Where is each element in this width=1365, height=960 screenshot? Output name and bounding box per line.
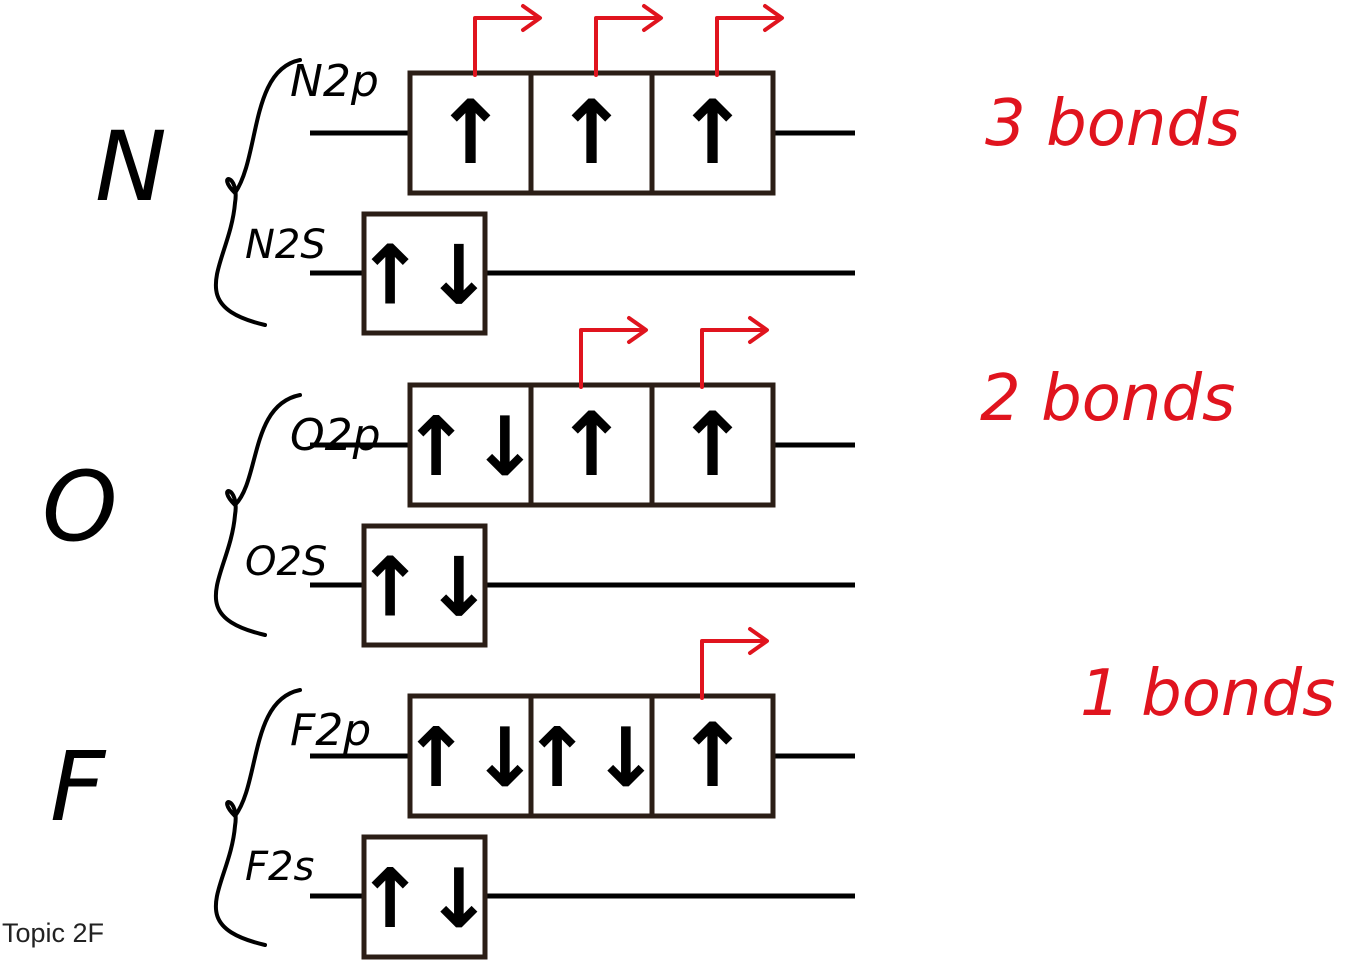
s-orbital-box	[361, 523, 488, 648]
electron-arrow: ↑	[676, 81, 750, 184]
element-symbol: N	[95, 111, 167, 223]
element-symbol: O	[42, 451, 118, 563]
p-orbital-box	[407, 693, 534, 819]
p-orbital-box	[528, 693, 655, 819]
electron-arrow: ↑↓	[356, 541, 493, 636]
arrowhead	[763, 4, 784, 32]
upper-level-label: N2p	[290, 56, 379, 107]
promotion-hook	[579, 328, 643, 389]
electron-arrow: ↑↓	[356, 229, 493, 324]
promotion-hook	[473, 16, 537, 77]
p-orbital-box	[528, 382, 655, 508]
promotion-hook	[715, 16, 779, 77]
p-orbital-box	[649, 693, 776, 819]
arrowhead	[748, 627, 769, 655]
electron-arrow: ↑	[434, 81, 508, 184]
lower-level-label: F2s	[245, 844, 314, 890]
brace-curve	[213, 688, 302, 947]
promotion-hook	[594, 16, 658, 77]
brace-curve	[213, 58, 302, 327]
brace-curve	[213, 393, 302, 637]
upper-level-label: O2p	[290, 410, 381, 461]
arrowhead	[627, 316, 648, 344]
s-orbital-box	[361, 834, 488, 960]
arrowhead	[642, 4, 663, 32]
bond-count-label: 2 bonds	[980, 362, 1235, 436]
upper-level-label: F2p	[290, 705, 371, 756]
electron-arrow: ↑↓	[523, 711, 660, 806]
element-symbol: F	[50, 731, 107, 843]
p-orbital-box	[649, 382, 776, 508]
s-orbital-box	[361, 211, 488, 336]
p-orbital-box	[407, 382, 534, 508]
electron-arrow: ↑	[555, 393, 629, 496]
promotion-hook	[700, 639, 764, 700]
electron-arrow: ↑↓	[402, 400, 539, 495]
bond-count-label: 3 bonds	[985, 87, 1240, 161]
electron-arrow: ↑↓	[356, 852, 493, 947]
bond-count-label: 1 bonds	[1080, 657, 1335, 731]
p-orbital-box	[649, 70, 776, 196]
electron-arrow: ↑↓	[402, 711, 539, 806]
lower-level-label: N2S	[245, 222, 326, 268]
arrowhead	[521, 4, 542, 32]
arrowhead	[748, 316, 769, 344]
promotion-hook	[700, 328, 764, 389]
electron-arrow: ↑	[555, 81, 629, 184]
footer-label: Topic 2F	[2, 918, 105, 948]
lower-level-label: O2S	[245, 539, 327, 585]
electron-arrow: ↑	[676, 393, 750, 496]
electron-arrow: ↑	[676, 704, 750, 807]
